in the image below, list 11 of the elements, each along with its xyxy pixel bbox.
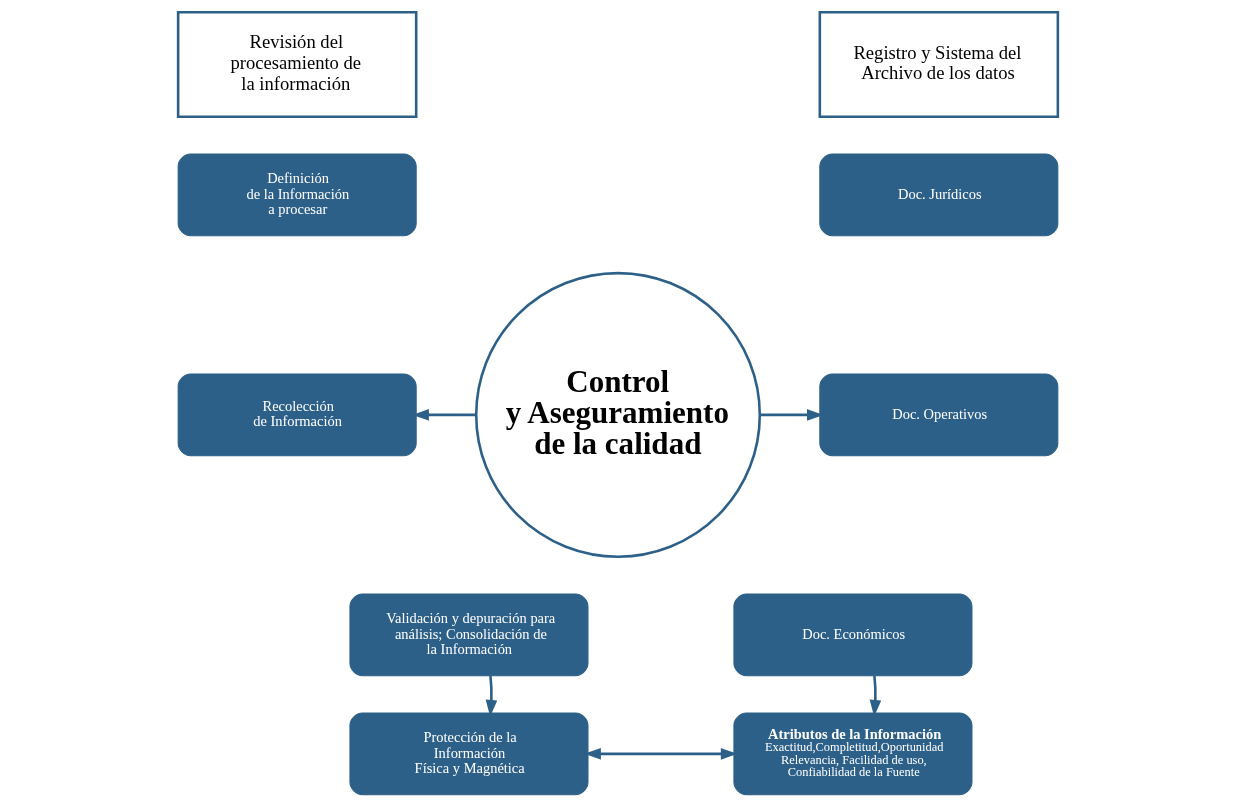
node-box: Doc. Operativos [818, 373, 1058, 457]
node-box: Revisión del procesamiento de la información [176, 11, 417, 119]
node-box: Doc. Económicos [732, 593, 972, 677]
node-box: Protección de la Información Física y Magnética [348, 712, 588, 796]
node-box: Atributos de la Información Exactitud,Completitud,Oportunidad Relevancia, Facilidad de uso, Confiabilidad de la Fuente [732, 712, 972, 796]
node-circle: Control y Aseguramiento de la calidad [474, 271, 761, 558]
node-box: Validación y depuración para análisis; Consolidación de la Información [348, 593, 588, 677]
node-box: Recolección de Información [177, 373, 417, 457]
node-box: Doc. Jurídicos [818, 153, 1058, 237]
node-box: Registro y Sistema del Archivo de los datos [818, 11, 1059, 119]
node-box: Definición de la Información a procesar [177, 153, 417, 237]
